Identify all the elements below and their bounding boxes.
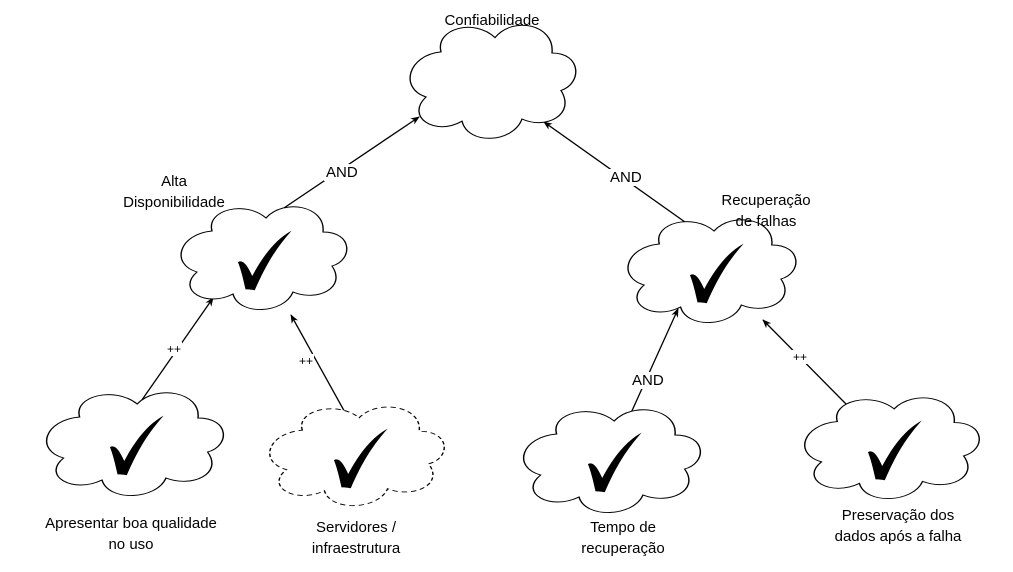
label-servidores: Servidores / infraestrutura [311,519,401,557]
edge-label-servidores-alta: ++ [298,354,315,368]
label-tempo: Tempo de recuperação [581,519,665,557]
edge-label-alta-root: AND [324,164,360,181]
edge-label-recuperacao-root: AND [608,169,644,186]
edge-label-preservacao-recuperacao: ++ [792,350,809,364]
label-alta: Alta Disponibilidade [123,173,225,211]
edge-servidores-alta [290,314,348,417]
label-recuperacao: Recuperação de falhas [721,192,811,230]
edge-tempo-recuperacao [625,308,679,425]
label-root: Confiabilidade [444,12,540,29]
node-tempo-cloud[interactable] [524,410,701,513]
node-preservacao-cloud[interactable] [805,398,979,499]
edge-label-tempo-recuperacao: AND [630,372,666,389]
node-recuperacao-cloud[interactable] [628,220,796,323]
node-servidores-cloud[interactable] [270,407,444,506]
node-root-cloud[interactable] [410,25,576,138]
edge-label-apresentar-alta: ++ [166,342,183,356]
label-preservacao: Preservação dos dados após a falha [834,507,962,545]
label-apresentar: Apresentar boa qualidade no uso [45,515,217,553]
